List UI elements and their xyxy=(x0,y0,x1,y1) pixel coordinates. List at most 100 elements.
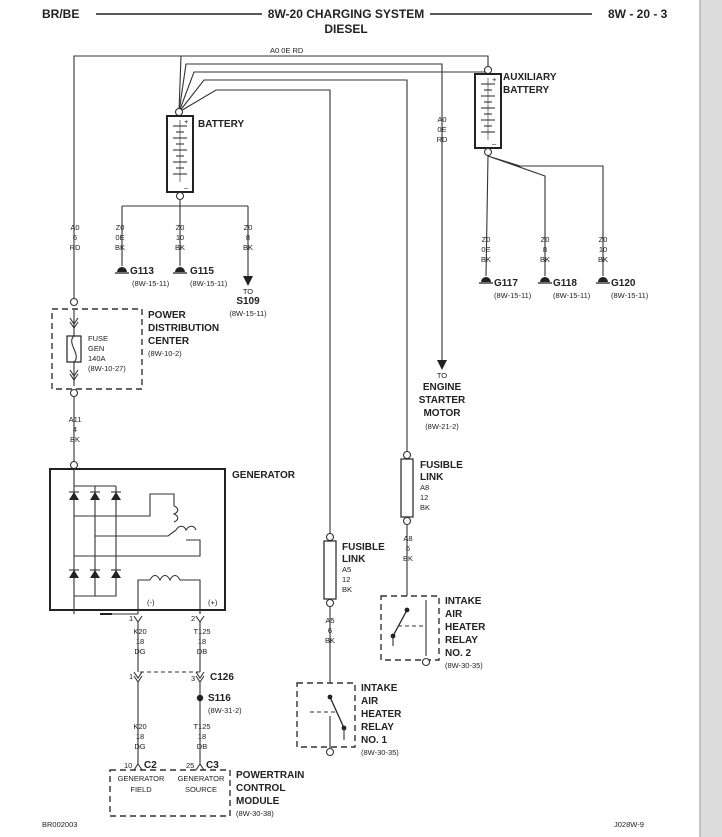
svg-text:4: 4 xyxy=(73,425,77,434)
svg-text:K20: K20 xyxy=(133,627,146,636)
header-title: 8W-20 CHARGING SYSTEM xyxy=(268,7,424,21)
footer-right: J028W-9 xyxy=(614,820,644,829)
svg-text:A0: A0 xyxy=(437,115,446,124)
svg-text:A8: A8 xyxy=(420,483,429,492)
battery-plus: + xyxy=(184,117,189,126)
svg-text:LINK: LINK xyxy=(342,554,366,565)
svg-text:0E: 0E xyxy=(437,125,446,134)
svg-text:0E: 0E xyxy=(481,245,490,254)
top-wire-label: A0 0E RD xyxy=(270,46,304,55)
footer-left: BR002003 xyxy=(42,820,77,829)
svg-text:(8W-31-2): (8W-31-2) xyxy=(208,706,242,715)
svg-text:Z0: Z0 xyxy=(482,235,491,244)
svg-text:POWERTRAIN: POWERTRAIN xyxy=(236,770,304,781)
intake-air-heater-relay-1: INTAKE AIR HEATER RELAY NO. 1 (8W-30-35) xyxy=(296,682,402,757)
ground-g117: G117 (8W-15-11) xyxy=(479,277,532,300)
svg-text:3: 3 xyxy=(191,674,195,683)
svg-text:SOURCE: SOURCE xyxy=(185,785,217,794)
svg-text:POWER: POWER xyxy=(148,310,187,321)
svg-text:G120: G120 xyxy=(611,278,636,289)
battery: + – BATTERY xyxy=(166,107,244,201)
svg-text:A5: A5 xyxy=(325,616,334,625)
svg-text:18: 18 xyxy=(198,637,206,646)
svg-text:18: 18 xyxy=(136,637,144,646)
svg-text:(+): (+) xyxy=(208,598,218,607)
svg-text:25: 25 xyxy=(186,761,194,770)
svg-text:0E: 0E xyxy=(115,233,124,242)
svg-text:MOTOR: MOTOR xyxy=(423,408,461,419)
svg-text:K20: K20 xyxy=(133,722,146,731)
battery-label: BATTERY xyxy=(198,119,244,130)
splice-s116: S116 (8W-31-2) xyxy=(196,693,242,715)
svg-text:(8W-15-11): (8W-15-11) xyxy=(494,291,532,300)
svg-text:AIR: AIR xyxy=(361,696,379,707)
svg-text:S116: S116 xyxy=(208,693,231,704)
svg-text:(8W-30-35): (8W-30-35) xyxy=(445,661,483,670)
svg-text:DISTRIBUTION: DISTRIBUTION xyxy=(148,323,219,334)
aux-battery-label2: BATTERY xyxy=(503,85,549,96)
svg-text:Z0: Z0 xyxy=(599,235,608,244)
svg-text:Z0: Z0 xyxy=(244,223,253,232)
svg-text:FUSIBLE: FUSIBLE xyxy=(342,542,385,553)
svg-text:1: 1 xyxy=(129,614,133,623)
ground-g118: G118 (8W-15-11) xyxy=(538,277,591,300)
svg-text:(8W-30-38): (8W-30-38) xyxy=(236,809,274,818)
svg-text:CENTER: CENTER xyxy=(148,336,190,347)
svg-text:BK: BK xyxy=(403,554,413,563)
svg-text:(8W-15-11): (8W-15-11) xyxy=(553,291,591,300)
header-subtitle: DIESEL xyxy=(324,22,367,36)
svg-text:G118: G118 xyxy=(553,278,577,289)
s109-arrow: TO S109 (8W-15-11) xyxy=(229,276,267,318)
svg-text:MODULE: MODULE xyxy=(236,796,280,807)
svg-text:1: 1 xyxy=(129,672,133,681)
svg-text:TO: TO xyxy=(243,287,253,296)
starter-arrow: TO ENGINE STARTER MOTOR (8W-21-2) xyxy=(419,360,466,431)
intake-air-heater-relay-2: INTAKE AIR HEATER RELAY NO. 2 (8W-30-35) xyxy=(380,595,486,670)
svg-text:BK: BK xyxy=(598,255,608,264)
fusible-link-center: FUSIBLE LINK A5 12 BK xyxy=(323,532,385,608)
connector-c126: 1 3 C126 xyxy=(129,671,234,683)
svg-text:NO. 1: NO. 1 xyxy=(361,735,388,746)
battery-ground-wires xyxy=(121,200,249,276)
svg-text:HEATER: HEATER xyxy=(361,709,402,720)
svg-text:BK: BK xyxy=(481,255,491,264)
svg-text:BK: BK xyxy=(175,243,185,252)
svg-text:10: 10 xyxy=(176,233,184,242)
svg-text:S109: S109 xyxy=(236,296,260,307)
svg-text:AIR: AIR xyxy=(445,609,463,620)
svg-text:BK: BK xyxy=(243,243,253,252)
svg-text:12: 12 xyxy=(420,493,428,502)
svg-text:6: 6 xyxy=(406,544,410,553)
svg-text:BK: BK xyxy=(342,585,352,594)
svg-text:TO: TO xyxy=(437,371,447,380)
svg-text:Z0: Z0 xyxy=(176,223,185,232)
svg-text:FUSE: FUSE xyxy=(88,334,108,343)
svg-text:Z0: Z0 xyxy=(541,235,550,244)
power-distribution-center: FUSE GEN 140A (8W-10-27) POWER DISTRIBUT… xyxy=(51,297,219,398)
svg-text:DG: DG xyxy=(134,647,145,656)
svg-text:NO. 2: NO. 2 xyxy=(445,648,472,659)
svg-text:GENERATOR: GENERATOR xyxy=(178,774,225,783)
svg-text:ENGINE: ENGINE xyxy=(423,382,462,393)
svg-text:RD: RD xyxy=(70,243,81,252)
top-harness: A0 0E RD xyxy=(73,46,489,537)
svg-text:DG: DG xyxy=(134,742,145,751)
svg-text:Z0: Z0 xyxy=(116,223,125,232)
svg-text:BK: BK xyxy=(420,503,430,512)
svg-text:GENERATOR: GENERATOR xyxy=(118,774,165,783)
svg-text:BK: BK xyxy=(115,243,125,252)
svg-text:FUSIBLE: FUSIBLE xyxy=(420,460,463,471)
svg-text:G117: G117 xyxy=(494,278,518,289)
svg-text:RELAY: RELAY xyxy=(445,635,478,646)
svg-text:GENERATOR: GENERATOR xyxy=(232,470,296,481)
svg-text:BK: BK xyxy=(540,255,550,264)
svg-text:T125: T125 xyxy=(193,627,210,636)
aux-ground-wires xyxy=(485,155,604,277)
svg-text:(8W-21-2): (8W-21-2) xyxy=(425,422,459,431)
ground-g113: G113 (8W-15-11) xyxy=(115,266,170,288)
svg-text:C126: C126 xyxy=(210,672,234,683)
svg-text:(8W-15-11): (8W-15-11) xyxy=(611,291,649,300)
svg-text:(8W-15-11): (8W-15-11) xyxy=(190,279,228,288)
svg-text:8: 8 xyxy=(543,245,547,254)
svg-text:(-): (-) xyxy=(147,598,155,607)
